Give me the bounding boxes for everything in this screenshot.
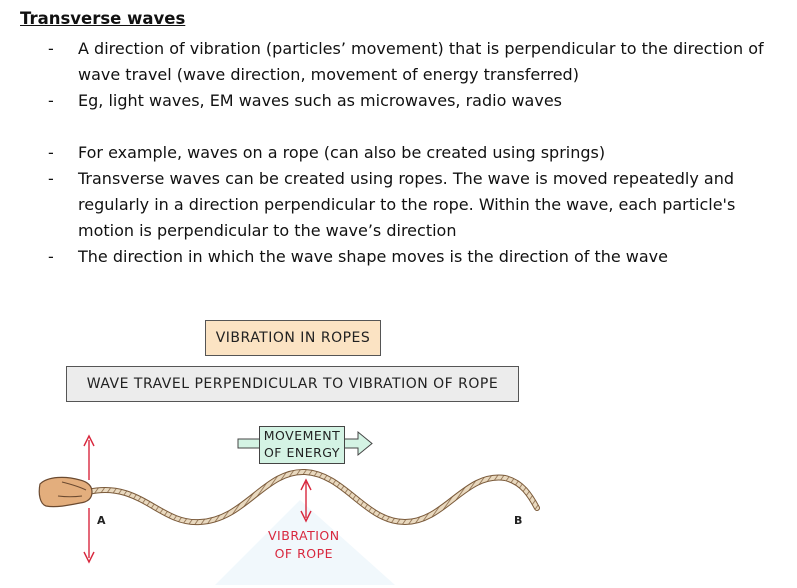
bullet-item: - For example, waves on a rope (can also…	[0, 140, 768, 166]
bullet-item: - Eg, light waves, EM waves such as micr…	[0, 88, 768, 114]
bullet-list: - A direction of vibration (particles’ m…	[0, 36, 797, 270]
bullet-dash: -	[48, 91, 54, 110]
bullet-dash: -	[48, 143, 54, 162]
vibration-of-rope-label: VIBRATION OF ROPE	[268, 527, 340, 563]
bullet-item: - The direction in which the wave shape …	[0, 244, 768, 270]
vibration-arrow-crest	[300, 478, 312, 523]
hand-icon	[38, 476, 93, 508]
bullet-dash: -	[48, 39, 54, 58]
point-a-label: A	[97, 514, 106, 527]
bullet-dash: -	[48, 247, 54, 266]
bullet-text: The direction in which the wave shape mo…	[78, 247, 668, 266]
bullet-text: Transverse waves can be created using ro…	[78, 169, 736, 240]
vibration-label-line1: VIBRATION	[268, 528, 340, 543]
bullet-item: - A direction of vibration (particles’ m…	[0, 36, 768, 88]
vibration-in-ropes-label: VIBRATION IN ROPES	[205, 320, 381, 356]
section-heading: Transverse waves	[20, 9, 186, 28]
vibration-label-line2: OF ROPE	[274, 546, 334, 561]
bullet-item: - Transverse waves can be created using …	[0, 166, 768, 244]
energy-label-line2: OF ENERGY	[263, 445, 341, 460]
wave-travel-label: WAVE TRAVEL PERPENDICULAR TO VIBRATION O…	[66, 366, 519, 402]
bullet-text: Eg, light waves, EM waves such as microw…	[78, 91, 562, 110]
bullet-text: A direction of vibration (particles’ mov…	[78, 39, 764, 84]
watermark-shape	[215, 500, 395, 585]
bullet-text: For example, waves on a rope (can also b…	[78, 143, 606, 162]
bullet-dash: -	[48, 169, 54, 188]
vibration-arrow-left	[83, 434, 95, 564]
energy-label-line1: MOVEMENT	[263, 428, 341, 443]
point-b-label: B	[514, 514, 523, 527]
movement-of-energy-label: MOVEMENT OF ENERGY	[259, 426, 345, 464]
rope-texture	[86, 469, 539, 525]
